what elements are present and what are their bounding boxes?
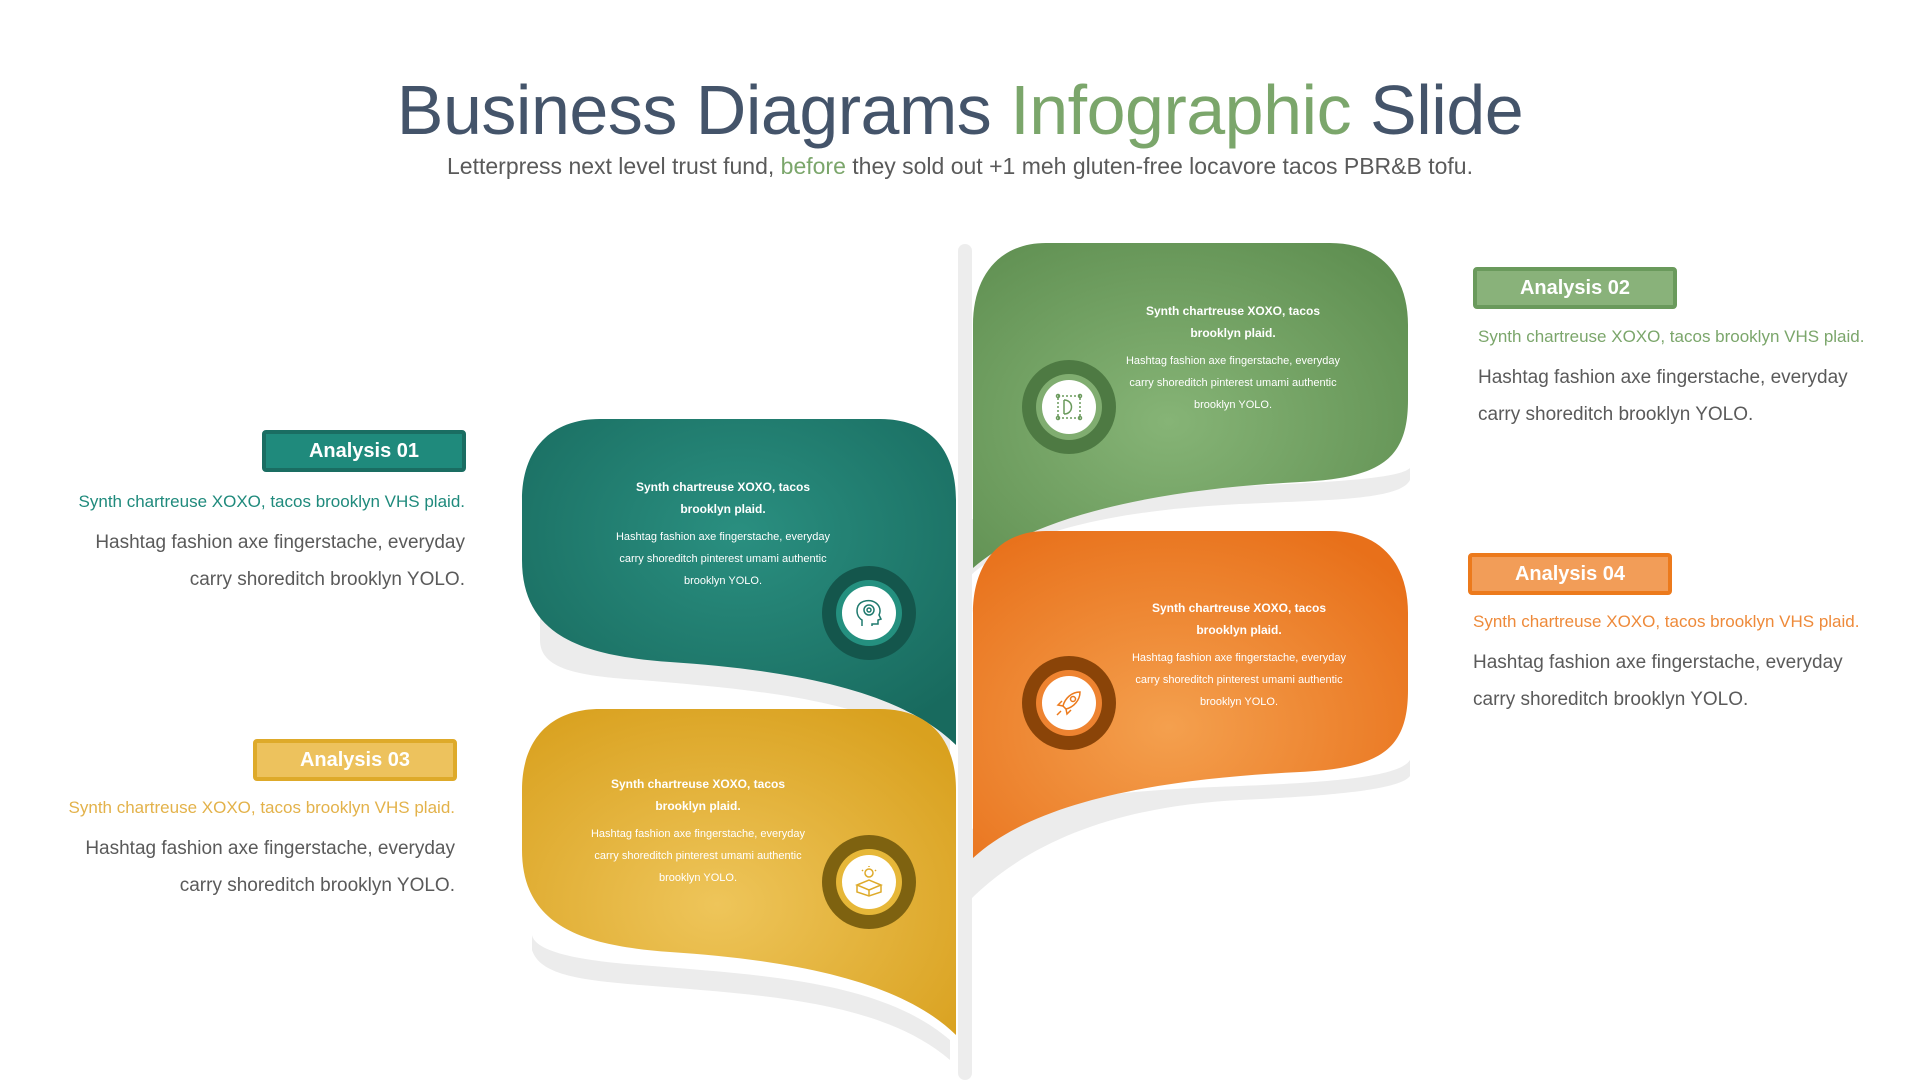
teal-icon-ring [822, 566, 916, 660]
diagram-stem [958, 244, 972, 1080]
card-heading-line: brooklyn plaid. [1196, 623, 1282, 637]
analysis-desc-line: carry shoreditch brooklyn YOLO. [1478, 404, 1754, 425]
card-heading-line: Synth chartreuse XOXO, tacos [1145, 304, 1321, 318]
card-body-line: Hashtag fashion axe fingerstache, everyd… [590, 828, 806, 840]
subtitle-part-1: Letterpress next level trust fund, [447, 153, 775, 179]
yellow-leaf-shadow [532, 935, 950, 1060]
analysis-desc-line: carry shoreditch brooklyn YOLO. [189, 569, 465, 590]
analysis-04-text: Synth chartreuse XOXO, tacos brooklyn VH… [1473, 610, 1893, 718]
green-icon-ring [1022, 360, 1116, 454]
analysis-03-text: Synth chartreuse XOXO, tacos brooklyn VH… [35, 796, 455, 904]
orange-leaf-shadow [970, 760, 1410, 900]
design-icon [1055, 393, 1083, 421]
teal-card-text: Synth chartreuse XOXO, tacos brooklyn pla… [603, 476, 843, 592]
rocket-icon [1056, 691, 1081, 716]
orange-icon-ring [1022, 656, 1116, 750]
analysis-tag: Synth chartreuse XOXO, tacos brooklyn VH… [78, 492, 465, 511]
analysis-03-badge: Analysis 03 [253, 739, 457, 781]
analysis-desc-line: Hashtag fashion axe fingerstache, everyd… [1478, 367, 1848, 388]
analysis-label: Analysis 02 [1519, 277, 1631, 299]
analysis-label: Analysis 04 [1514, 563, 1626, 585]
card-body-line: carry shoreditch pinterest umami authent… [1135, 674, 1343, 686]
card-heading-line: brooklyn plaid. [655, 799, 741, 813]
green-card-text: Synth chartreuse XOXO, tacos brooklyn pla… [1113, 300, 1353, 416]
green-leaf [973, 243, 1408, 568]
green-leaf-shadow [970, 468, 1410, 576]
orange-leaf [973, 531, 1408, 858]
analysis-desc-line: Hashtag fashion axe fingerstache, everyd… [85, 838, 455, 859]
slide-subtitle: Letterpress next level trust fund, befor… [0, 153, 1920, 180]
yellow-icon-ring [822, 835, 916, 929]
analysis-04-badge: Analysis 04 [1468, 553, 1672, 595]
orange-card-text: Synth chartreuse XOXO, tacos brooklyn pla… [1119, 597, 1359, 713]
analysis-tag: Synth chartreuse XOXO, tacos brooklyn VH… [1478, 327, 1865, 346]
analysis-label: Analysis 03 [299, 749, 411, 771]
analysis-02-text: Synth chartreuse XOXO, tacos brooklyn VH… [1478, 325, 1898, 433]
card-body-line: brooklyn YOLO. [1199, 696, 1279, 708]
slide-title: Business Diagrams Infographic Slide [0, 70, 1920, 150]
yellow-leaf [522, 709, 956, 1035]
card-body-line: carry shoreditch pinterest umami authent… [619, 553, 827, 565]
card-body-line: brooklyn YOLO. [658, 872, 738, 884]
yellow-card-text: Synth chartreuse XOXO, tacos brooklyn pla… [578, 773, 818, 889]
title-part-1: Business Diagrams [396, 71, 992, 149]
idea-box-icon [855, 866, 883, 897]
analysis-02-badge: Analysis 02 [1473, 267, 1677, 309]
card-body-line: carry shoreditch pinterest umami authent… [594, 850, 802, 862]
title-part-2: Infographic [1010, 71, 1352, 149]
analysis-desc-line: Hashtag fashion axe fingerstache, everyd… [95, 532, 465, 553]
analysis-desc-line: Hashtag fashion axe fingerstache, everyd… [1473, 652, 1843, 673]
subtitle-part-2: before [780, 153, 846, 179]
card-heading-line: Synth chartreuse XOXO, tacos [1151, 601, 1327, 615]
card-body-line: Hashtag fashion axe fingerstache, everyd… [615, 531, 831, 543]
mind-icon [856, 599, 883, 626]
card-body-line: Hashtag fashion axe fingerstache, everyd… [1131, 652, 1347, 664]
card-body-line: carry shoreditch pinterest umami authent… [1129, 377, 1337, 389]
card-heading-line: brooklyn plaid. [1190, 326, 1276, 340]
card-body-line: brooklyn YOLO. [683, 575, 763, 587]
analysis-01-badge: Analysis 01 [262, 430, 466, 472]
analysis-desc-line: carry shoreditch brooklyn YOLO. [179, 875, 455, 896]
card-heading-line: Synth chartreuse XOXO, tacos [635, 480, 811, 494]
analysis-01-text: Synth chartreuse XOXO, tacos brooklyn VH… [45, 490, 465, 598]
analysis-label: Analysis 01 [308, 440, 420, 462]
card-body-line: brooklyn YOLO. [1193, 399, 1273, 411]
card-heading-line: Synth chartreuse XOXO, tacos [610, 777, 786, 791]
subtitle-part-3: they sold out +1 meh gluten-free locavor… [852, 153, 1473, 179]
analysis-tag: Synth chartreuse XOXO, tacos brooklyn VH… [68, 798, 455, 817]
card-body-line: Hashtag fashion axe fingerstache, everyd… [1125, 355, 1341, 367]
title-part-3: Slide [1370, 71, 1524, 149]
teal-leaf [522, 419, 956, 745]
analysis-tag: Synth chartreuse XOXO, tacos brooklyn VH… [1473, 612, 1860, 631]
analysis-desc-line: carry shoreditch brooklyn YOLO. [1473, 689, 1749, 710]
card-heading-line: brooklyn plaid. [680, 502, 766, 516]
